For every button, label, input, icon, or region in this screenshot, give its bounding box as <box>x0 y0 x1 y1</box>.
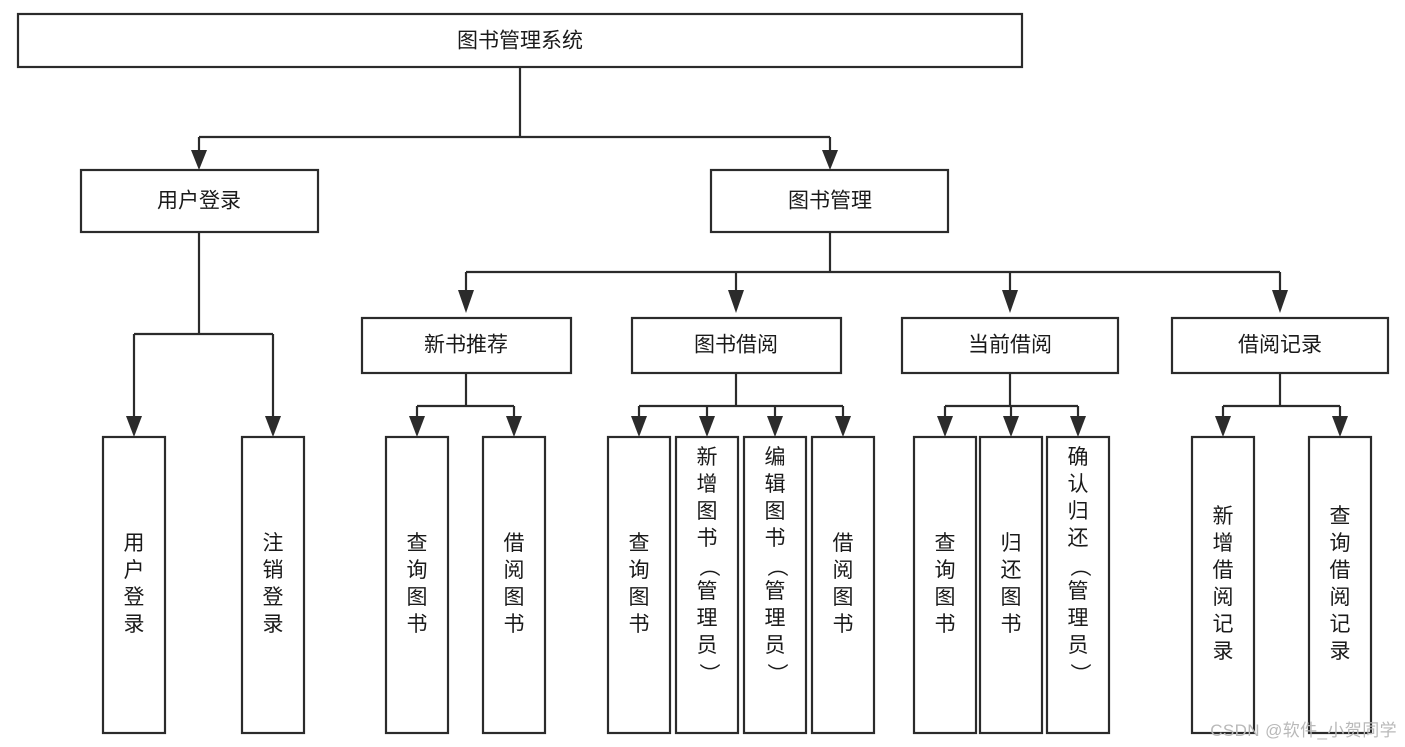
leaf-boxes-current-borrow <box>912 435 1111 735</box>
leaf-box[interactable] <box>481 435 547 735</box>
leaf-box[interactable] <box>606 435 672 735</box>
node-box <box>630 316 843 375</box>
leaf-box[interactable] <box>810 435 876 735</box>
arrow-head-icon <box>1070 416 1086 437</box>
leaf-box[interactable] <box>1307 435 1373 735</box>
arrow-head-icon <box>1272 290 1288 313</box>
leaf-box[interactable] <box>674 435 740 735</box>
node-label: 新书推荐 <box>424 334 508 357</box>
node-book-borrow[interactable]: 图书借阅 <box>630 316 843 375</box>
connector-borrow-record-to-leaves <box>1215 373 1348 437</box>
arrow-head-icon <box>265 416 281 437</box>
node-book-management[interactable]: 图书管理 <box>709 168 950 234</box>
leaf-box[interactable] <box>240 435 306 735</box>
node-box <box>900 316 1120 375</box>
leaf-box[interactable] <box>101 435 167 735</box>
arrow-head-icon <box>458 290 474 313</box>
arrow-head-icon <box>1003 416 1019 437</box>
node-label: 用户登录 <box>157 190 241 213</box>
node-label: 当前借阅 <box>968 334 1052 357</box>
connector-book-mgmt-to-level3 <box>458 232 1288 313</box>
node-box <box>1170 316 1390 375</box>
leaf-boxes-user-login <box>101 435 306 735</box>
leaf-box[interactable] <box>912 435 978 735</box>
node-box <box>16 12 1024 69</box>
arrow-head-icon <box>699 416 715 437</box>
arrow-head-icon <box>822 150 838 170</box>
node-user-login[interactable]: 用户登录 <box>79 168 320 234</box>
arrow-head-icon <box>1002 290 1018 313</box>
node-borrow-record[interactable]: 借阅记录 <box>1170 316 1390 375</box>
arrow-head-icon <box>835 416 851 437</box>
arrow-head-icon <box>191 150 207 170</box>
node-root-book-management-system[interactable]: 图书管理系统 <box>16 12 1024 69</box>
node-label: 图书管理 <box>788 190 872 213</box>
connector-root-to-level2 <box>191 67 838 170</box>
connector-current-borrow-to-leaves <box>937 373 1086 437</box>
leaf-box[interactable] <box>1190 435 1256 735</box>
arrow-head-icon <box>409 416 425 437</box>
arrow-head-icon <box>126 416 142 437</box>
leaf-box[interactable] <box>978 435 1044 735</box>
leaf-box[interactable] <box>1045 435 1111 735</box>
arrow-head-icon <box>506 416 522 437</box>
node-new-book-recommend[interactable]: 新书推荐 <box>360 316 573 375</box>
watermark-credit: CSDN @软件_小贺同学 <box>1210 721 1397 740</box>
leaf-boxes-new-book-recommend <box>384 435 547 735</box>
arrow-head-icon <box>1332 416 1348 437</box>
connector-user-login-to-leaves <box>126 232 281 437</box>
node-box <box>709 168 950 234</box>
arrow-head-icon <box>767 416 783 437</box>
node-box <box>360 316 573 375</box>
connector-book-borrow-to-leaves <box>631 373 851 437</box>
arrow-head-icon <box>1215 416 1231 437</box>
node-current-borrow[interactable]: 当前借阅 <box>900 316 1120 375</box>
arrow-head-icon <box>728 290 744 313</box>
node-label: 借阅记录 <box>1238 334 1322 357</box>
connector-new-book-to-leaves <box>409 373 522 437</box>
leaf-boxes-borrow-record <box>1190 435 1373 735</box>
leaf-box[interactable] <box>384 435 450 735</box>
node-box <box>79 168 320 234</box>
leaf-box[interactable] <box>742 435 808 735</box>
leaf-boxes-book-borrow <box>606 435 876 735</box>
node-label: 图书借阅 <box>694 334 778 357</box>
node-label: 图书管理系统 <box>457 30 583 53</box>
arrow-head-icon <box>631 416 647 437</box>
arrow-head-icon <box>937 416 953 437</box>
